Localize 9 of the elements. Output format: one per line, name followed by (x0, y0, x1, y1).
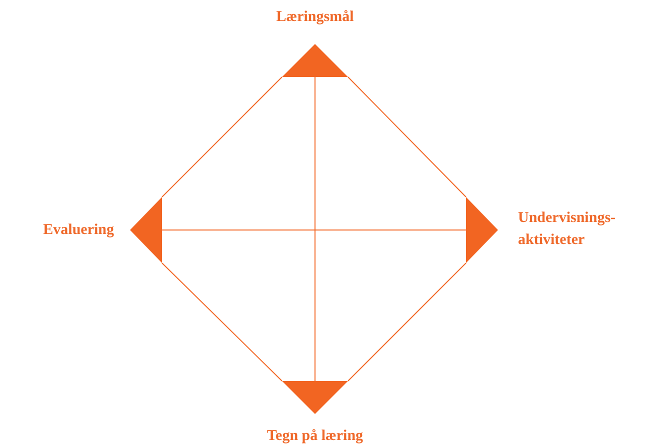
connector-line (348, 76, 466, 198)
connector-line (162, 76, 282, 198)
connector-line (314, 76, 316, 382)
corner-label: Evaluering (42, 221, 114, 240)
connector-line (348, 262, 466, 382)
connector-line (162, 262, 282, 382)
corner-label: Tegn på læring (266, 427, 364, 446)
corner-label: Undervisnings-aktiviteter (518, 209, 617, 250)
corner-label: Læringsmål (275, 8, 355, 27)
